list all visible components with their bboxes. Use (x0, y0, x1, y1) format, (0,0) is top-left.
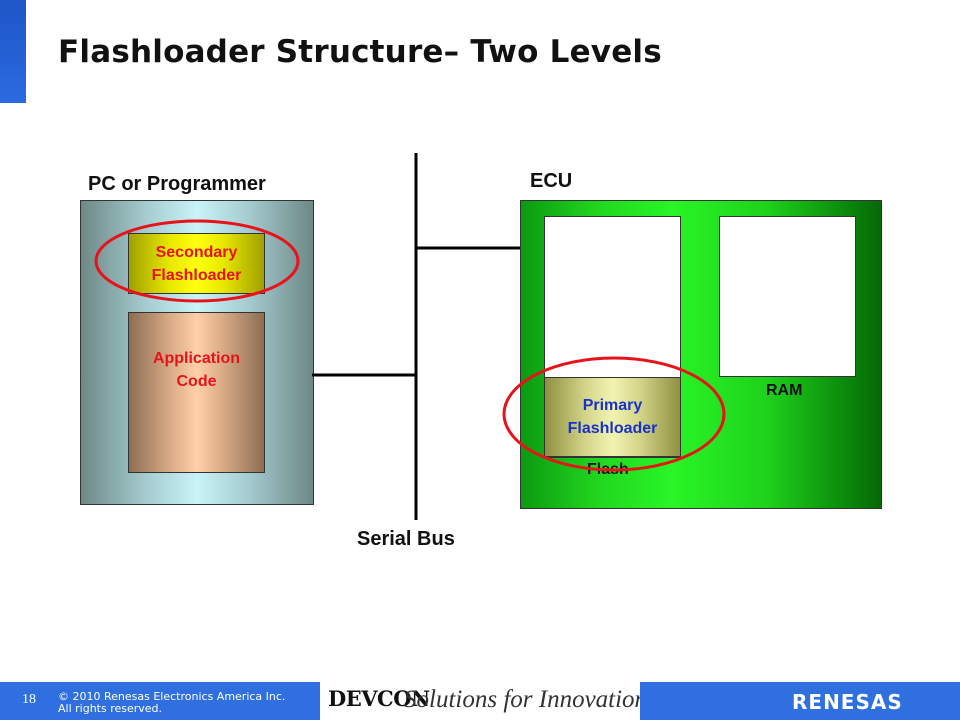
primary-flashloader-box: Primary Flashloader (544, 377, 681, 457)
application-code-box: Application Code (128, 312, 265, 473)
secondary-flashloader-box: Secondary Flashloader (128, 233, 265, 294)
primary-highlight-ellipse (502, 356, 726, 472)
secondary-flashloader-line1: Secondary (155, 243, 238, 261)
copyright-line1: © 2010 Renesas Electronics America Inc. (58, 690, 286, 703)
tagline: Solutions for Innovation (404, 686, 648, 713)
devcon-logo: DEVCON (328, 686, 430, 711)
footer-left-band (0, 682, 320, 720)
renesas-logo: RENESAS (792, 690, 903, 714)
title-accent-bar (0, 0, 26, 103)
application-code-line1: Application (152, 350, 241, 367)
serial-bus-label: Serial Bus (357, 528, 455, 550)
primary-flashloader-line1: Primary (582, 397, 643, 414)
pc-programmer-label: PC or Programmer (88, 173, 266, 195)
primary-flashloader-line2: Flashloader (567, 420, 658, 437)
secondary-highlight-ellipse (94, 219, 300, 303)
application-code-line2: Code (176, 373, 217, 390)
footer-right-band (640, 682, 960, 720)
ram-box (719, 216, 856, 377)
page-number: 18 (22, 692, 36, 707)
ecu-label: ECU (530, 170, 573, 192)
copyright-notice: © 2010 Renesas Electronics America Inc. … (58, 691, 285, 715)
footer-middle-band (320, 682, 640, 720)
slide-title: Flashloader Structure– Two Levels (58, 34, 662, 70)
copyright-line2: All rights reserved. (58, 702, 163, 715)
ram-label: RAM (766, 382, 803, 399)
secondary-flashloader-line2: Flashloader (151, 266, 242, 284)
